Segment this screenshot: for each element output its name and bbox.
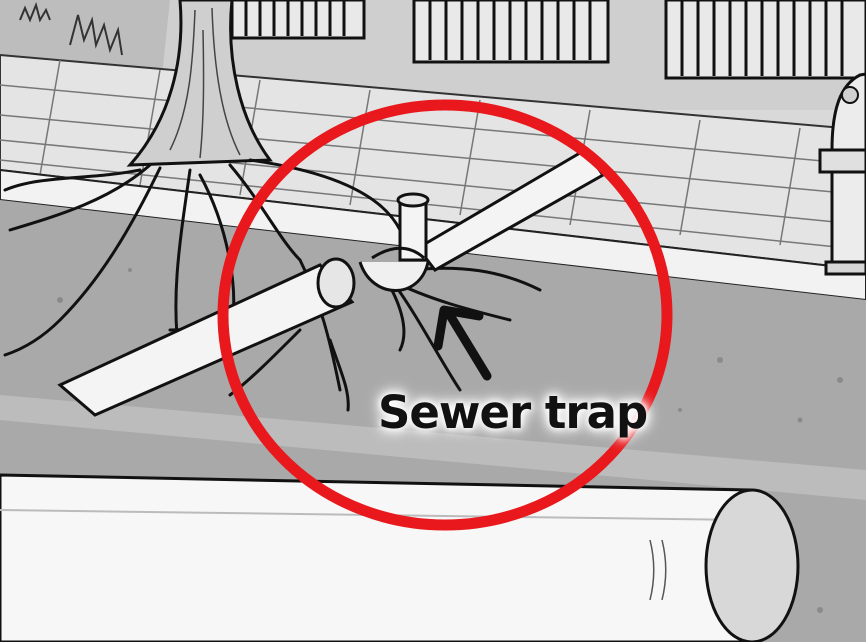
main-sewer-pipe	[0, 475, 798, 642]
window-right	[666, 0, 866, 78]
window-left	[232, 0, 364, 38]
window-middle	[414, 0, 608, 62]
